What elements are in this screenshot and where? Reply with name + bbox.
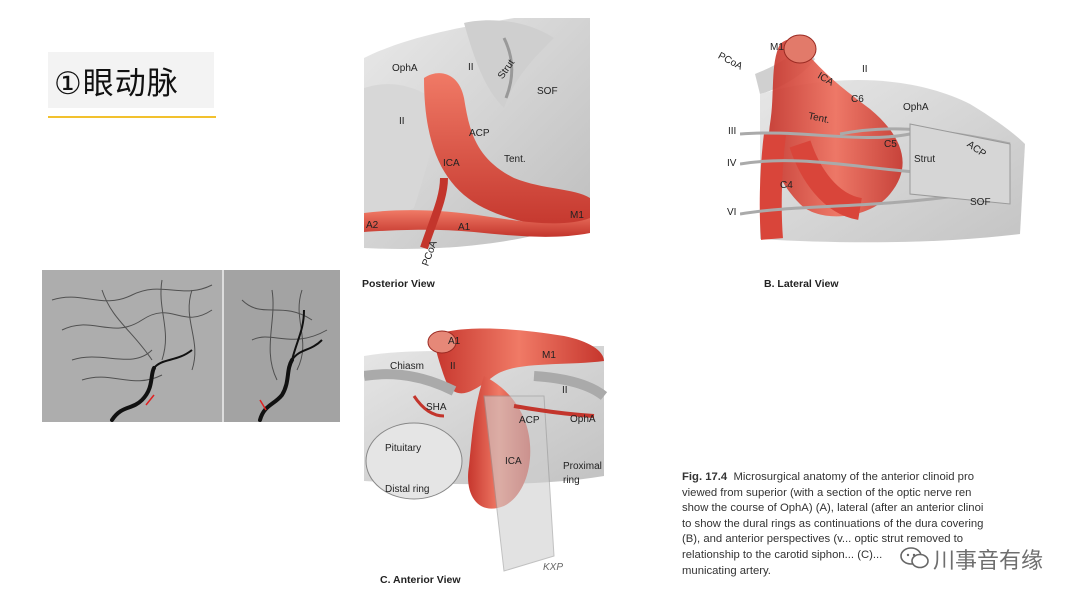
label-a-opha: OphA	[392, 63, 418, 74]
label-b-ii: II	[862, 64, 868, 75]
label-a-ii-top: II	[468, 62, 474, 73]
label-c-pituitary: Pituitary	[385, 443, 422, 454]
label-c-sha: SHA	[426, 402, 447, 413]
caption-line-2: viewed from superior (with a section of …	[682, 486, 972, 499]
label-b-sof: SOF	[970, 197, 991, 208]
label-c-chiasm: Chiasm	[390, 361, 424, 372]
label-c-kxp: KXP	[543, 562, 564, 573]
figure-b-illustration	[740, 34, 1025, 243]
label-a-acp: ACP	[469, 128, 490, 139]
label-b-c5: C5	[884, 139, 897, 150]
angiography-image	[42, 270, 340, 422]
label-c-proximal: Proximal	[563, 461, 602, 472]
label-a-tent: Tent.	[504, 154, 526, 165]
caption-line-1: Fig. 17.4 Microsurgical anatomy of the a…	[682, 471, 974, 483]
label-c-a1: A1	[448, 336, 461, 347]
label-a-a2: A2	[366, 220, 379, 231]
label-a-ica: ICA	[443, 158, 460, 169]
figure-c-illustration	[364, 328, 608, 572]
caption-line-3: show the course of OphA) (A), lateral (a…	[682, 502, 984, 515]
label-b-vi: VI	[727, 207, 737, 218]
label-b-c4: C4	[780, 180, 793, 191]
slide-title: ①眼动脉	[54, 66, 179, 102]
caption-line-7: municating artery.	[682, 564, 771, 577]
title-underline	[48, 116, 216, 118]
label-b-strut: Strut	[914, 154, 936, 165]
label-a-ii-left: II	[399, 116, 405, 127]
label-b-m1: M1	[770, 42, 784, 53]
label-b-c6: C6	[851, 94, 864, 105]
label-c-ring: ring	[563, 475, 580, 486]
label-a-m1: M1	[570, 210, 584, 221]
label-c-ica: ICA	[505, 456, 522, 467]
label-c-ii-right: II	[562, 385, 568, 396]
caption-line-5: (B), and anterior perspectives (v... opt…	[682, 533, 964, 546]
label-a-sof: SOF	[537, 86, 558, 97]
label-b-iii: III	[728, 126, 737, 137]
wechat-icon	[900, 547, 929, 569]
caption-line-6: relationship to the carotid siphon... (C…	[682, 548, 883, 561]
figure-b-view-label: B. Lateral View	[764, 278, 839, 290]
watermark-text: 川事音有缘	[933, 549, 1044, 574]
label-c-acp: ACP	[519, 415, 540, 426]
label-b-iv: IV	[727, 158, 737, 169]
caption-fig-number: Fig. 17.4	[682, 471, 728, 483]
label-c-distal-ring: Distal ring	[385, 484, 430, 495]
title-background	[48, 52, 214, 108]
figure-a-view-label: Posterior View	[362, 278, 435, 290]
label-c-ii-left: II	[450, 361, 456, 372]
figure-caption: Fig. 17.4 Microsurgical anatomy of the a…	[682, 470, 1022, 579]
label-a-a1: A1	[458, 222, 471, 233]
figure-c-view-label: C. Anterior View	[380, 574, 461, 586]
caption-line-4: to show the dural rings as continuations…	[682, 517, 984, 530]
label-b-opha: OphA	[903, 102, 929, 113]
label-c-opha: OphA	[570, 414, 596, 425]
figure-a-illustration	[364, 18, 590, 250]
label-c-m1: M1	[542, 350, 556, 361]
